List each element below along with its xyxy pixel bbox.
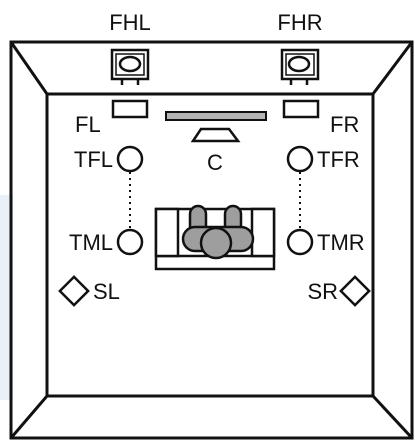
sl-speaker <box>58 275 90 307</box>
screen <box>165 111 267 121</box>
corner-line-bottom-right <box>371 394 414 440</box>
tmr-speaker <box>286 228 314 256</box>
sr-label: SR <box>307 279 338 304</box>
fr-label: FR <box>330 112 359 137</box>
c-label: C <box>207 150 223 175</box>
tfr-label: TFR <box>317 147 360 172</box>
tfl-speaker <box>116 145 144 173</box>
listener <box>181 204 255 260</box>
tmr-label: TMR <box>317 230 365 255</box>
room-back-wall <box>45 92 375 398</box>
fhr-speaker <box>280 48 320 85</box>
corner-line-top-right <box>371 41 414 95</box>
fl-label: FL <box>75 112 101 137</box>
corner-line-bottom-left <box>9 395 49 439</box>
tml-speaker <box>116 228 144 256</box>
sr-speaker <box>339 275 371 307</box>
tfl-label: TFL <box>74 147 113 172</box>
tml-label: TML <box>69 230 113 255</box>
room-outer-wall <box>9 40 414 440</box>
sl-label: SL <box>93 279 120 304</box>
fhl-label: FHL <box>109 10 151 35</box>
fhl-speaker <box>110 48 150 85</box>
c-speaker <box>190 127 241 143</box>
fhr-label: FHR <box>277 10 322 35</box>
corner-line-top-left <box>9 41 49 95</box>
fl-speaker <box>111 99 149 119</box>
tfr-speaker <box>286 145 314 173</box>
fr-speaker <box>282 99 320 119</box>
